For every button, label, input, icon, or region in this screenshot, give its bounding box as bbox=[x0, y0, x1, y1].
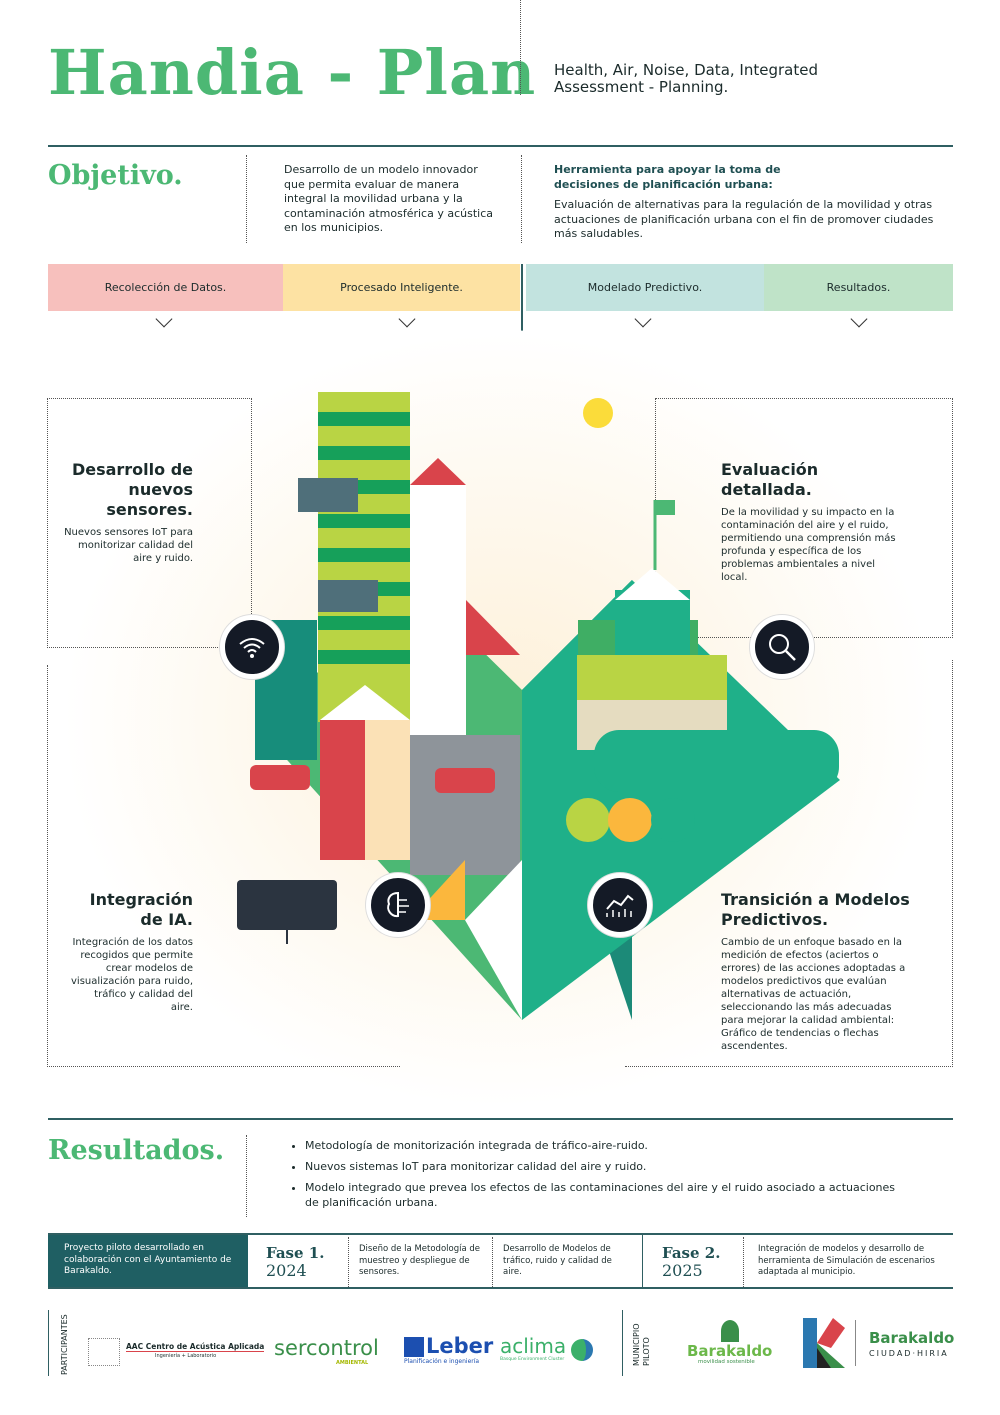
divider bbox=[348, 1237, 349, 1287]
sensores-content: Desarrollo de nuevos sensores. Nuevos sen… bbox=[60, 460, 193, 565]
box-title: Integración de IA. bbox=[89, 890, 193, 929]
timeline bbox=[48, 1233, 953, 1289]
divider bbox=[622, 1310, 623, 1376]
magnifier-icon bbox=[750, 615, 814, 679]
aclima-logo: aclima bbox=[500, 1334, 567, 1358]
divider bbox=[48, 145, 953, 147]
fase1-label: Fase 1. bbox=[266, 1244, 325, 1262]
divider bbox=[246, 1135, 247, 1217]
box-title: Evaluación detallada. bbox=[721, 460, 819, 499]
barakaldo-tree-logo bbox=[721, 1320, 739, 1342]
aac-logo: AAC Centro de Acústica Aplicada bbox=[126, 1342, 265, 1352]
sercontrol-logo-sub: AMBIENTAL bbox=[336, 1360, 369, 1366]
resultados-heading: Resultados. bbox=[48, 1135, 225, 1166]
box-transicion bbox=[625, 660, 953, 1067]
box-text: Cambio de un enfoque basado en la medici… bbox=[721, 937, 906, 1052]
phase-resultados: Resultados. bbox=[764, 264, 953, 311]
evaluacion-content: Evaluación detallada. De la movilidad y s… bbox=[721, 460, 901, 584]
divider bbox=[492, 1237, 493, 1287]
box-title: Desarrollo de nuevos sensores. bbox=[71, 460, 193, 519]
divider bbox=[743, 1237, 744, 1287]
tool-text: Evaluación de alternativas para la regul… bbox=[554, 198, 934, 240]
municipio-label: MUNICIPIO PILOTO bbox=[632, 1323, 651, 1366]
divider bbox=[520, 0, 521, 95]
tool-title: Herramienta para apoyar la toma de decis… bbox=[554, 163, 781, 191]
participantes-label: PARTICIPANTES bbox=[60, 1314, 69, 1375]
phase-procesado: Procesado Inteligente. bbox=[283, 264, 520, 311]
box-sensores bbox=[47, 398, 252, 648]
box-text: De la movilidad y su impacto en la conta… bbox=[721, 507, 896, 583]
trend-chart-icon bbox=[588, 873, 652, 937]
wifi-sensor-icon bbox=[220, 615, 284, 679]
chevron-down-icon bbox=[634, 310, 652, 328]
brain-ai-icon bbox=[366, 873, 430, 937]
fase1-task-a: Diseño de la Metodología de muestreo y d… bbox=[359, 1244, 481, 1277]
box-text: Nuevos sensores IoT para monitorizar cal… bbox=[64, 527, 193, 564]
aclima-logo-mark bbox=[571, 1339, 593, 1361]
transicion-content: Transición a Modelos Predictivos. Cambio … bbox=[721, 890, 916, 1053]
divider bbox=[521, 155, 522, 243]
divider bbox=[642, 1235, 643, 1287]
objetivo-heading: Objetivo. bbox=[48, 160, 183, 191]
box-title: Transición a Modelos Predictivos. bbox=[721, 890, 910, 929]
leber-logo-mark bbox=[404, 1337, 424, 1357]
divider bbox=[48, 1310, 49, 1376]
divider bbox=[855, 1320, 856, 1366]
aac-logo-sub: Ingeniería + Laboratorio bbox=[155, 1353, 217, 1359]
list-item: Modelo integrado que prevea los efectos … bbox=[305, 1180, 907, 1210]
phase-recoleccion: Recolección de Datos. bbox=[48, 264, 283, 311]
divider bbox=[48, 1118, 953, 1120]
fase2-task: Integración de modelos y desarrollo de h… bbox=[758, 1244, 935, 1277]
city-heart-illustration bbox=[237, 392, 840, 1020]
leber-logo: Leber bbox=[426, 1334, 494, 1358]
barakaldo-ciudad-sub: CIUDAD·HIRIA bbox=[869, 1349, 949, 1358]
objetivo-text: Desarrollo de un modelo innovador que pe… bbox=[284, 163, 493, 234]
fase2-year: 2025 bbox=[662, 1261, 703, 1280]
chevron-down-icon bbox=[155, 310, 173, 328]
aac-logo-mark bbox=[88, 1338, 120, 1366]
box-text: Integración de los datos recogidos que p… bbox=[71, 937, 193, 1013]
subtitle-line: Health, Air, Noise, Data, Integrated bbox=[554, 61, 818, 79]
resultados-list: Metodología de monitorización integrada … bbox=[287, 1138, 907, 1216]
phase-modelado: Modelado Predictivo. bbox=[526, 264, 764, 311]
fase2-label: Fase 2. bbox=[662, 1244, 721, 1262]
page-title: Handia - Plan bbox=[48, 36, 537, 109]
barakaldo-k-logo bbox=[803, 1318, 845, 1368]
barakaldo-logo: Barakaldo bbox=[687, 1342, 773, 1360]
subtitle-line: Assessment - Planning. bbox=[554, 78, 729, 96]
barakaldo-logo-sub: movilidad sostenible bbox=[698, 1359, 755, 1365]
list-item: Metodología de monitorización integrada … bbox=[305, 1138, 907, 1153]
sercontrol-logo: sercontrol bbox=[274, 1336, 379, 1360]
box-ia bbox=[47, 665, 400, 1067]
fase1-year: 2024 bbox=[266, 1261, 307, 1280]
divider bbox=[246, 155, 247, 243]
aclima-logo-sub: Basque Environment Cluster bbox=[500, 1357, 565, 1362]
pilot-note: Proyecto piloto desarrollado en colabora… bbox=[48, 1235, 248, 1287]
ia-content: Integración de IA. Integración de los dat… bbox=[70, 890, 193, 1014]
list-item: Nuevos sistemas IoT para monitorizar cal… bbox=[305, 1159, 907, 1174]
chevron-down-icon bbox=[850, 310, 868, 328]
barakaldo-ciudad-logo: Barakaldo bbox=[869, 1329, 955, 1347]
leber-logo-sub: Planificación e ingeniería bbox=[404, 1358, 480, 1365]
fase1-task-b: Desarrollo de Modelos de tráfico, ruido … bbox=[503, 1244, 612, 1277]
chevron-down-icon bbox=[398, 310, 416, 328]
